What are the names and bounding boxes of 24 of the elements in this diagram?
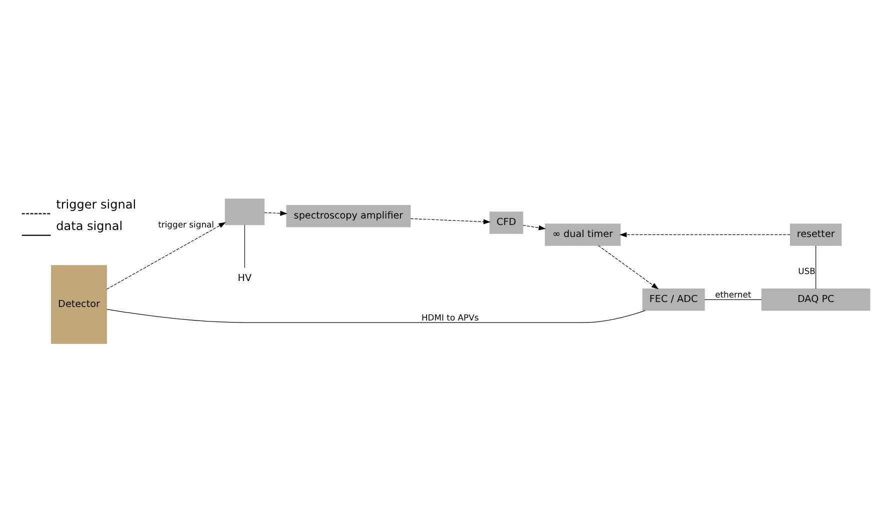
arrow <box>522 224 546 230</box>
connector <box>244 224 246 268</box>
legend-label: trigger signal <box>56 196 136 211</box>
edge-label: ethernet <box>715 288 752 299</box>
legend-label: data signal <box>56 218 123 232</box>
arrow <box>619 232 790 237</box>
arrow <box>598 244 659 289</box>
edge-label: trigger signal <box>158 219 214 230</box>
edge-label: USB <box>798 265 816 276</box>
node-text: HV <box>238 272 252 284</box>
node-box: ∞ dual timer <box>544 223 621 246</box>
node-box: resetter <box>790 223 842 246</box>
node-box: Detector <box>51 264 107 344</box>
edge-label: HDMI to APVs <box>421 312 479 322</box>
node-box: spectroscopy amplifier <box>286 204 411 227</box>
node-box: FEC / ADC <box>642 288 705 310</box>
node-box <box>224 198 265 225</box>
arrow <box>264 210 288 216</box>
node-box: CFD <box>490 211 524 234</box>
arrow <box>106 222 226 289</box>
connector <box>704 298 762 300</box>
arrow <box>410 218 491 224</box>
connector <box>106 308 646 322</box>
node-box: DAQ PC <box>761 288 870 310</box>
